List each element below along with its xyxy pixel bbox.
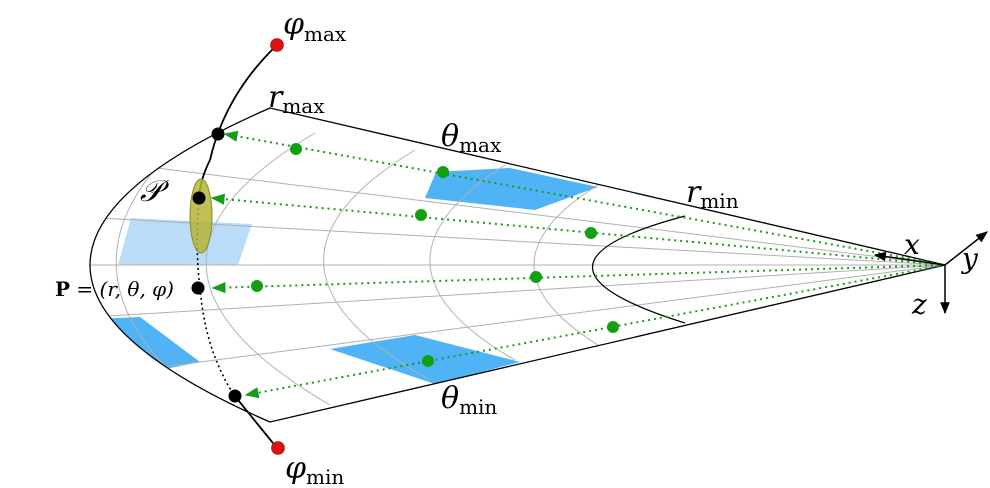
label-theta-min: θmin xyxy=(441,381,497,419)
pixel-region-ellipse xyxy=(189,178,213,254)
label-axis-z: z xyxy=(911,288,927,321)
labels: φmax rmax θmax rmin 𝒫 P = (r, θ, φ) θmin… xyxy=(55,7,979,488)
endpoint-phi-min xyxy=(271,441,285,455)
label-phi-min: φmin xyxy=(285,451,344,488)
ray-4 xyxy=(244,264,946,399)
label-point-P: P = (r, θ, φ) xyxy=(55,277,174,301)
label-axis-x: x xyxy=(904,228,920,261)
cell-bottom-left xyxy=(90,317,200,377)
label-P-script: 𝒫 xyxy=(140,174,170,209)
label-axis-y: y xyxy=(960,242,979,275)
label-r-max: rmax xyxy=(268,80,325,118)
highlighted-cells xyxy=(90,168,598,384)
label-phi-max: φmax xyxy=(283,7,347,46)
y-axis-arrow xyxy=(944,231,988,266)
sample-points xyxy=(251,143,619,367)
point-P xyxy=(191,281,205,295)
label-theta-max: θmax xyxy=(441,119,502,157)
point-bottom xyxy=(228,389,242,403)
curve-points xyxy=(191,127,242,403)
point-top xyxy=(211,127,225,141)
ray-3 xyxy=(211,264,946,294)
point-P-script xyxy=(192,191,206,205)
cell-top-center xyxy=(425,168,598,210)
ray-1 xyxy=(223,130,946,266)
sector-outline xyxy=(89,107,946,423)
rays xyxy=(210,130,946,399)
endpoints xyxy=(270,38,285,455)
axes xyxy=(873,231,988,315)
endpoint-phi-max xyxy=(270,38,284,52)
x-axis-arrow xyxy=(873,251,946,266)
cell-left-light xyxy=(118,218,252,265)
label-r-min: rmin xyxy=(686,175,739,213)
ray-2 xyxy=(210,193,946,266)
